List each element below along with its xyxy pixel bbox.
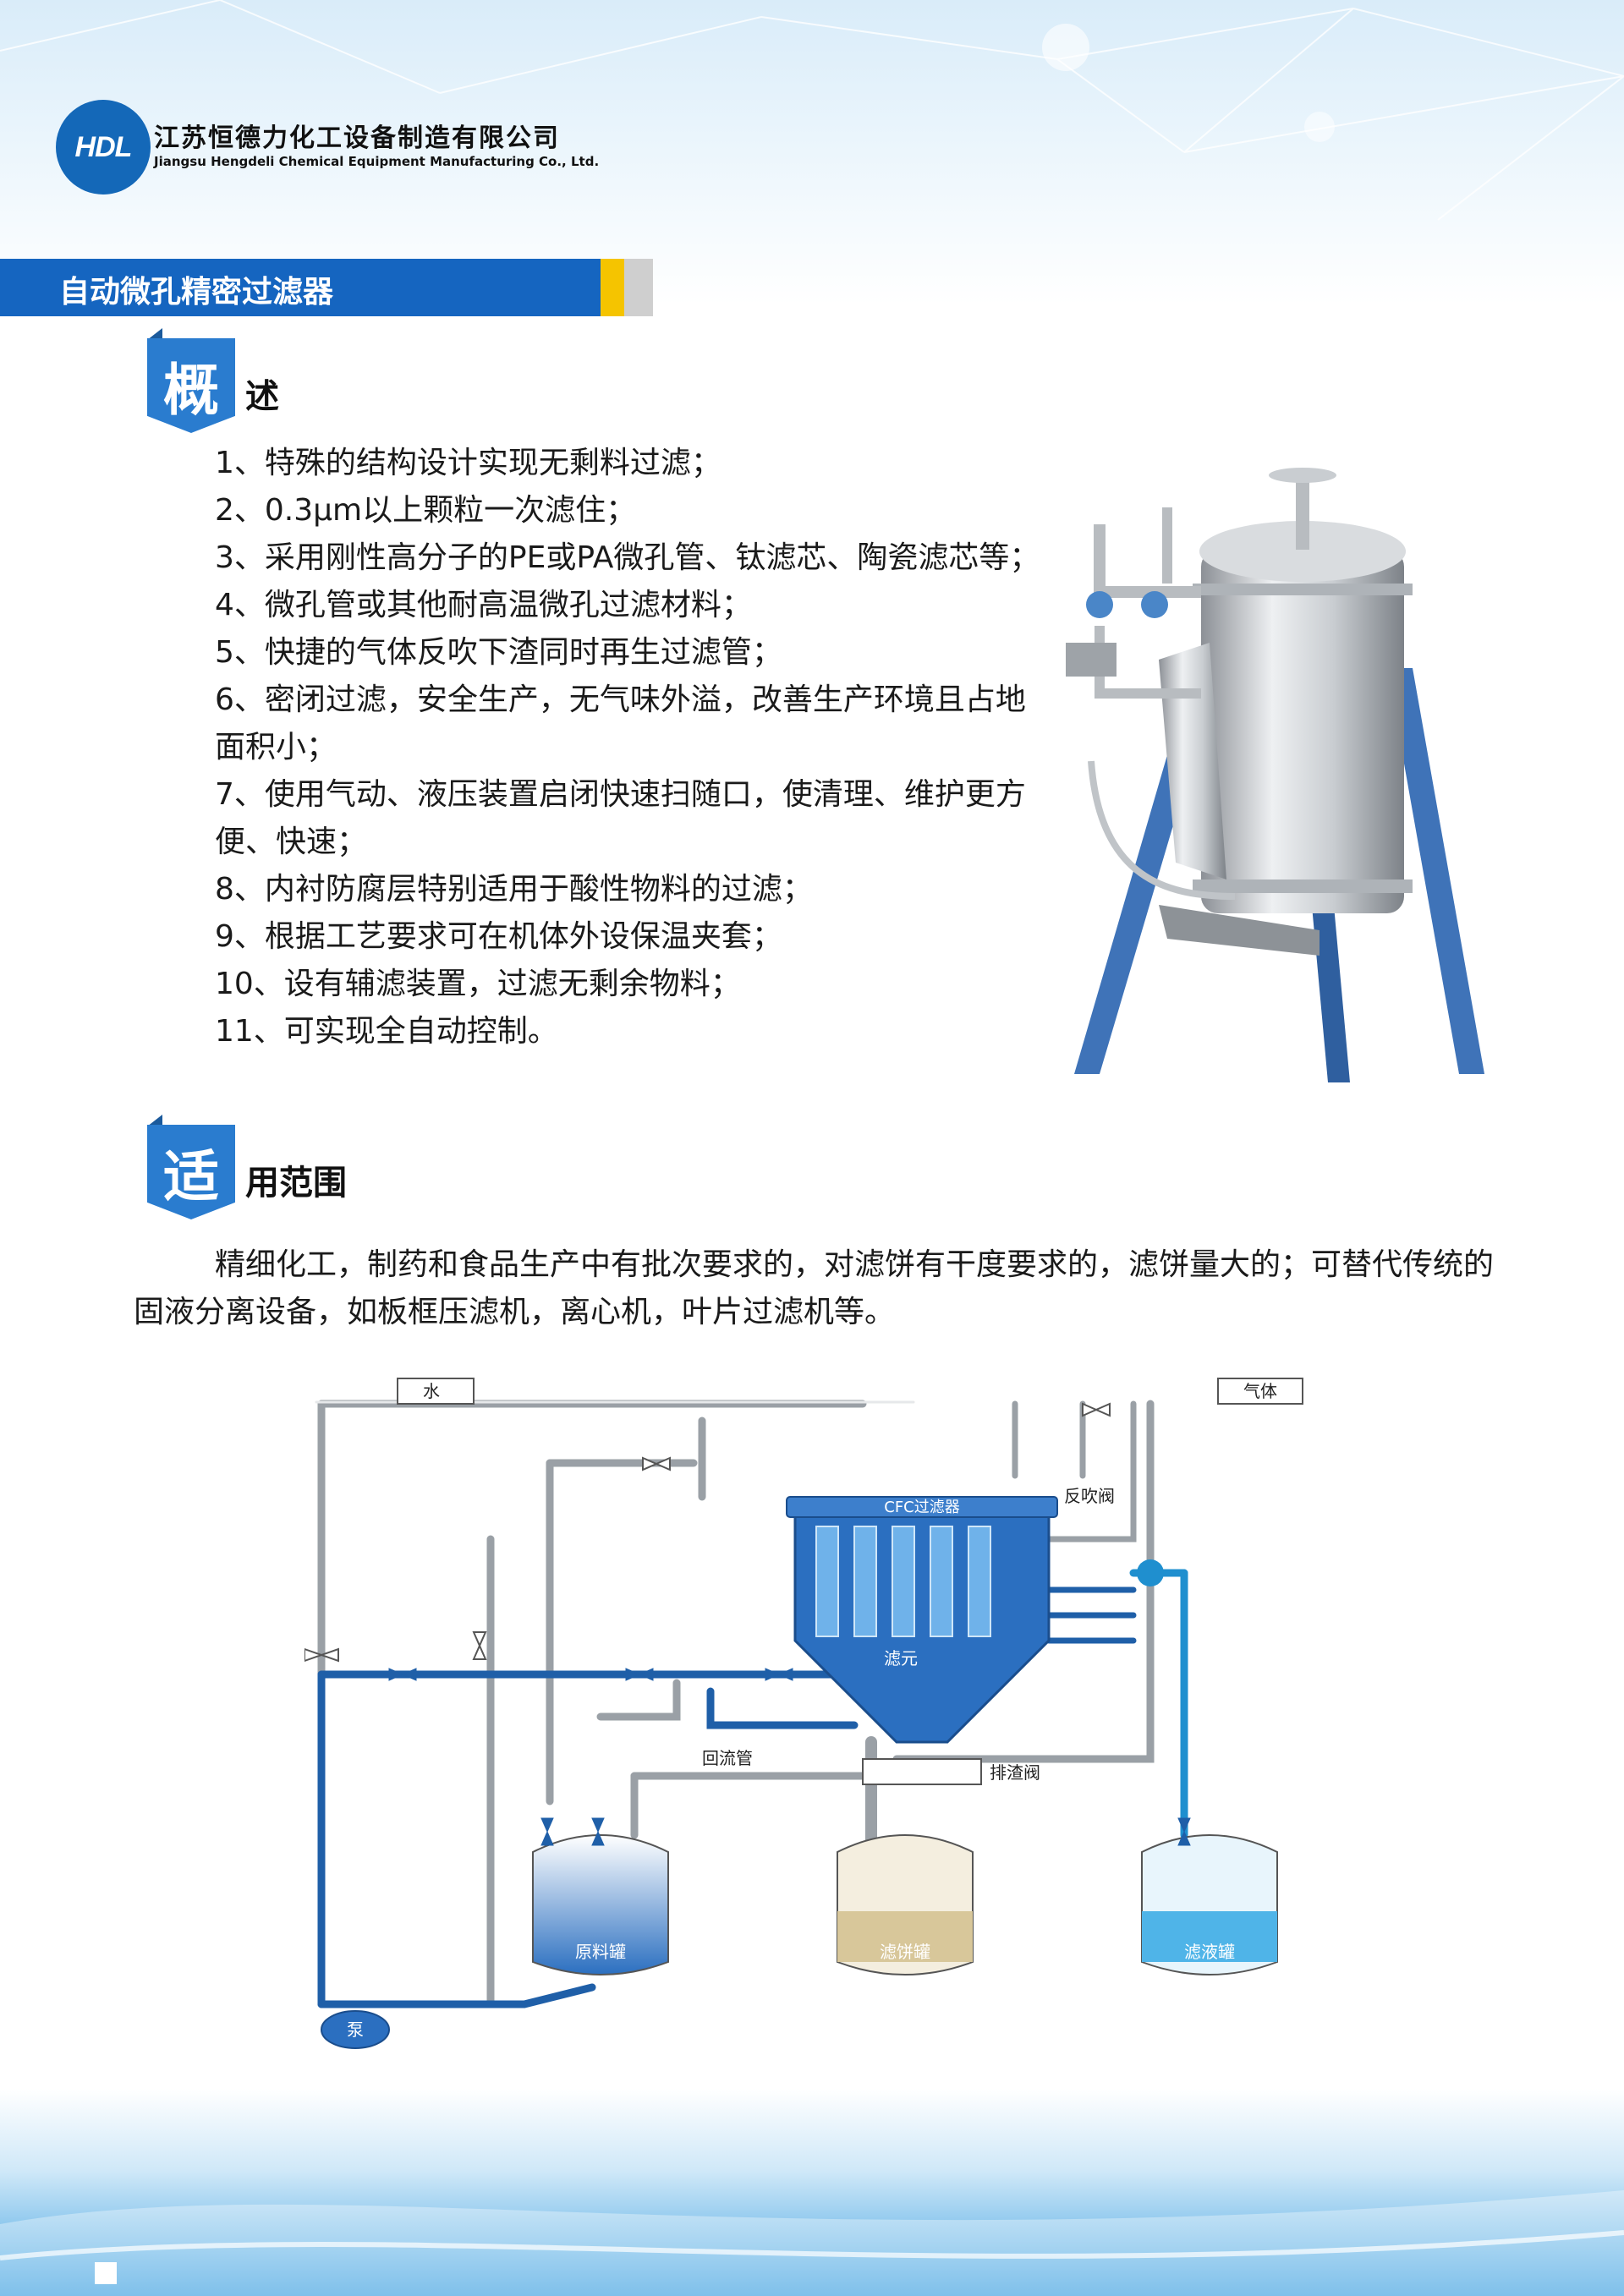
feature-item: 4、微孔管或其他耐高温微孔过滤材料；	[215, 588, 752, 622]
overview-badge: 概	[147, 328, 235, 433]
scope-paragraph: 精细化工，制药和食品生产中有批次要求的，对滤饼有干度要求的，滤饼量大的；可替代传…	[134, 1241, 1495, 1336]
feature-item: 5、快捷的气体反吹下渣同时再生过滤管；	[215, 635, 782, 670]
scope-badge-char: 适	[163, 1144, 219, 1209]
footer-square	[95, 2262, 117, 2284]
scope-badge: 适	[147, 1115, 235, 1219]
label-filter: CFC过滤器	[884, 1499, 960, 1516]
title-bar	[0, 259, 601, 316]
feature-item: 8、内衬防腐层特别适用于酸性物料的过滤；	[215, 872, 813, 907]
company-logo: HDL	[56, 100, 151, 195]
feature-item: 10、设有辅滤装置，过滤无剩余物料；	[215, 967, 741, 1001]
feature-item: 2、0.3μm以上颗粒一次滤住；	[215, 493, 637, 528]
label-filtrate-tank: 滤液罐	[1184, 1942, 1235, 1962]
title-bar-accent	[601, 259, 624, 316]
logo-text: HDL	[74, 131, 133, 163]
company-name-cn: 江苏恒德力化工设备制造有限公司	[154, 123, 560, 153]
label-discharge-valve: 排渣阀	[990, 1762, 1040, 1783]
scope-text: 精细化工，制药和食品生产中有批次要求的，对滤饼有干度要求的，滤饼量大的；可替代传…	[134, 1247, 1495, 1329]
feature-item: 9、根据工艺要求可在机体外设保温夹套；	[215, 919, 782, 954]
filter-machine-image	[1066, 468, 1484, 1082]
title-bar-accent-gray	[624, 259, 653, 316]
footer-background	[0, 2089, 1624, 2296]
label-cake-tank: 滤饼罐	[880, 1942, 930, 1962]
footer-decoration	[0, 2190, 1624, 2296]
feature-item: 1、特殊的结构设计实现无剩料过滤；	[215, 446, 721, 480]
scope-heading: 用范围	[245, 1164, 347, 1203]
label-element: 滤元	[884, 1648, 918, 1669]
label-pump: 泵	[347, 2019, 364, 2040]
label-water: 水	[423, 1381, 440, 1401]
header-background	[0, 0, 1624, 304]
label-backflush-valve: 反吹阀	[1064, 1486, 1115, 1506]
company-name-en: Jiangsu Hengdeli Chemical Equipment Manu…	[154, 154, 600, 169]
feature-item: 3、采用刚性高分子的PE或PA微孔管、钛滤芯、陶瓷滤芯等；	[215, 540, 1040, 575]
product-title: 自动微孔精密过滤器	[59, 275, 334, 310]
label-gas: 气体	[1243, 1381, 1277, 1401]
overview-heading: 述	[245, 377, 279, 416]
process-flow-diagram: 水 气体 CFC过滤器 反吹阀 滤元 排渣阀 回流管 原料罐 滤饼罐 滤液罐 泵	[304, 1378, 1303, 2049]
label-return-pipe: 回流管	[702, 1748, 753, 1768]
feature-item: 11、可实现全自动控制。	[215, 1014, 558, 1049]
overview-badge-char: 概	[163, 358, 219, 423]
feature-item: 7、使用气动、液压装置启闭快速扫随口，使清理、维护更方便、快速；	[215, 777, 1026, 859]
label-raw-tank: 原料罐	[575, 1942, 626, 1962]
feature-list: 1、特殊的结构设计实现无剩料过滤； 2、0.3μm以上颗粒一次滤住； 3、采用刚…	[134, 440, 1056, 1055]
header-decoration	[0, 0, 1624, 221]
feature-item: 6、密闭过滤，安全生产，无气味外溢，改善生产环境且占地面积小；	[215, 682, 1026, 764]
